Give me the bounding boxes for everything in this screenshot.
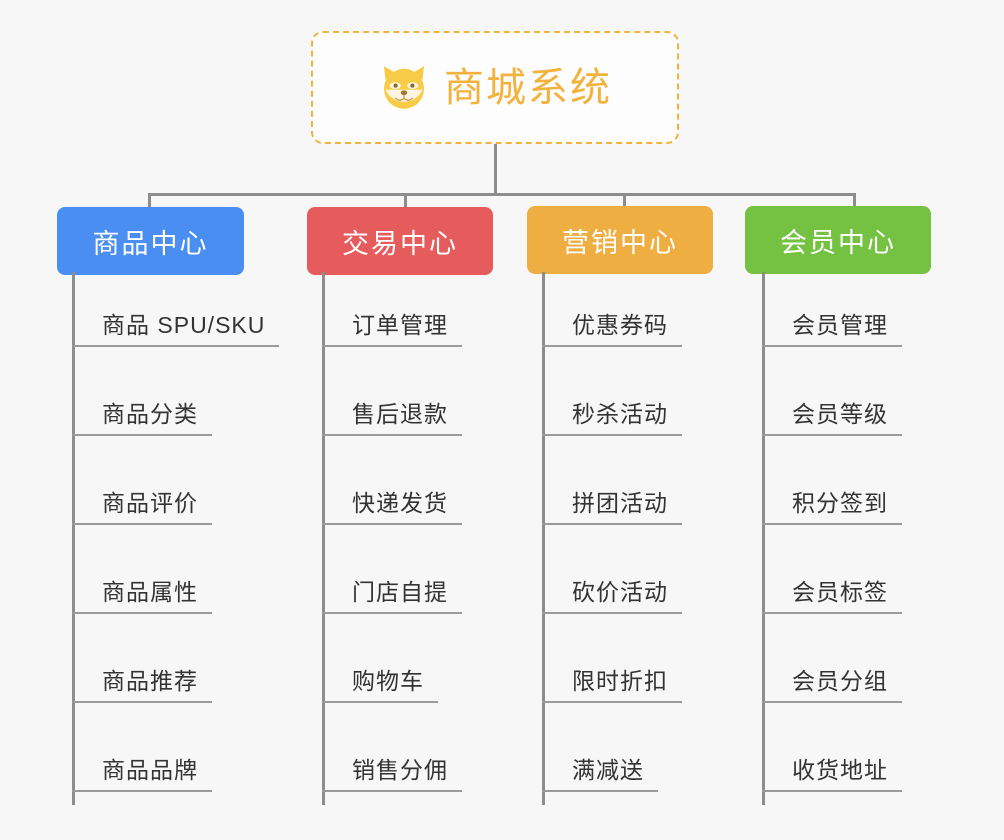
- leaf-item-2-2[interactable]: 拼团活动: [542, 485, 682, 525]
- category-header-0[interactable]: 商品中心: [57, 207, 244, 275]
- connector-root-stem: [494, 144, 497, 195]
- category-header-2[interactable]: 营销中心: [527, 206, 713, 274]
- leaf-label-0-0: 商品 SPU/SKU: [72, 314, 280, 347]
- leaf-trunk-3: [762, 272, 765, 805]
- leaf-item-0-5[interactable]: 商品品牌: [72, 752, 212, 792]
- connector-drop-3: [623, 193, 626, 209]
- leaf-label-1-2: 快递发货: [322, 492, 462, 525]
- leaf-item-1-2[interactable]: 快递发货: [322, 485, 462, 525]
- leaf-item-2-0[interactable]: 优惠券码: [542, 307, 682, 347]
- leaf-item-1-1[interactable]: 售后退款: [322, 396, 462, 436]
- leaf-label-3-1: 会员等级: [762, 403, 902, 436]
- leaf-item-0-0[interactable]: 商品 SPU/SKU: [72, 307, 280, 347]
- leaf-label-0-2: 商品评价: [72, 492, 212, 525]
- leaf-label-3-0: 会员管理: [762, 314, 902, 347]
- leaf-label-3-5: 收货地址: [762, 759, 902, 792]
- leaf-item-3-4[interactable]: 会员分组: [762, 663, 902, 703]
- leaf-item-1-0[interactable]: 订单管理: [322, 307, 462, 347]
- leaf-label-0-3: 商品属性: [72, 581, 212, 614]
- category-header-label-2: 营销中心: [562, 227, 678, 258]
- leaf-label-2-0: 优惠券码: [542, 314, 682, 347]
- leaf-item-2-4[interactable]: 限时折扣: [542, 663, 682, 703]
- leaf-item-1-3[interactable]: 门店自提: [322, 574, 462, 614]
- leaf-label-2-2: 拼团活动: [542, 492, 682, 525]
- leaf-item-2-1[interactable]: 秒杀活动: [542, 396, 682, 436]
- leaf-label-2-1: 秒杀活动: [542, 403, 682, 436]
- leaf-item-2-5[interactable]: 满减送: [542, 752, 658, 792]
- category-header-label-1: 交易中心: [342, 228, 458, 259]
- leaf-item-0-1[interactable]: 商品分类: [72, 396, 212, 436]
- leaf-label-1-3: 门店自提: [322, 581, 462, 614]
- leaf-trunk-1: [322, 272, 325, 805]
- leaf-item-2-3[interactable]: 砍价活动: [542, 574, 682, 614]
- leaf-item-3-1[interactable]: 会员等级: [762, 396, 902, 436]
- root-title: 商城系统: [444, 65, 612, 110]
- connector-drop-4: [853, 193, 856, 209]
- leaf-label-1-4: 购物车: [322, 670, 438, 703]
- leaf-item-0-3[interactable]: 商品属性: [72, 574, 212, 614]
- category-header-1[interactable]: 交易中心: [307, 207, 493, 275]
- leaf-item-3-3[interactable]: 会员标签: [762, 574, 902, 614]
- leaf-item-3-5[interactable]: 收货地址: [762, 752, 902, 792]
- leaf-label-3-4: 会员分组: [762, 670, 902, 703]
- leaf-item-1-4[interactable]: 购物车: [322, 663, 438, 703]
- leaf-trunk-2: [542, 272, 545, 805]
- category-header-label-3: 会员中心: [780, 227, 896, 258]
- leaf-item-0-2[interactable]: 商品评价: [72, 485, 212, 525]
- leaf-trunk-0: [72, 272, 75, 805]
- leaf-label-3-3: 会员标签: [762, 581, 902, 614]
- leaf-label-0-4: 商品推荐: [72, 670, 212, 703]
- root-node[interactable]: 商城系统: [311, 31, 679, 144]
- leaf-label-1-1: 售后退款: [322, 403, 462, 436]
- leaf-label-2-3: 砍价活动: [542, 581, 682, 614]
- leaf-label-1-5: 销售分佣: [322, 759, 462, 792]
- category-header-3[interactable]: 会员中心: [745, 206, 931, 274]
- leaf-item-1-5[interactable]: 销售分佣: [322, 752, 462, 792]
- leaf-label-0-1: 商品分类: [72, 403, 212, 436]
- connector-drop-1: [148, 193, 151, 209]
- leaf-label-1-0: 订单管理: [322, 314, 462, 347]
- connector-drop-2: [404, 193, 407, 209]
- leaf-item-0-4[interactable]: 商品推荐: [72, 663, 212, 703]
- leaf-label-0-5: 商品品牌: [72, 759, 212, 792]
- connector-horizontal-bus: [148, 193, 856, 196]
- leaf-label-2-5: 满减送: [542, 759, 658, 792]
- leaf-item-3-0[interactable]: 会员管理: [762, 307, 902, 347]
- shiba-dog-icon: [378, 64, 430, 112]
- leaf-item-3-2[interactable]: 积分签到: [762, 485, 902, 525]
- leaf-label-3-2: 积分签到: [762, 492, 902, 525]
- category-header-label-0: 商品中心: [92, 228, 209, 259]
- leaf-label-2-4: 限时折扣: [542, 670, 682, 703]
